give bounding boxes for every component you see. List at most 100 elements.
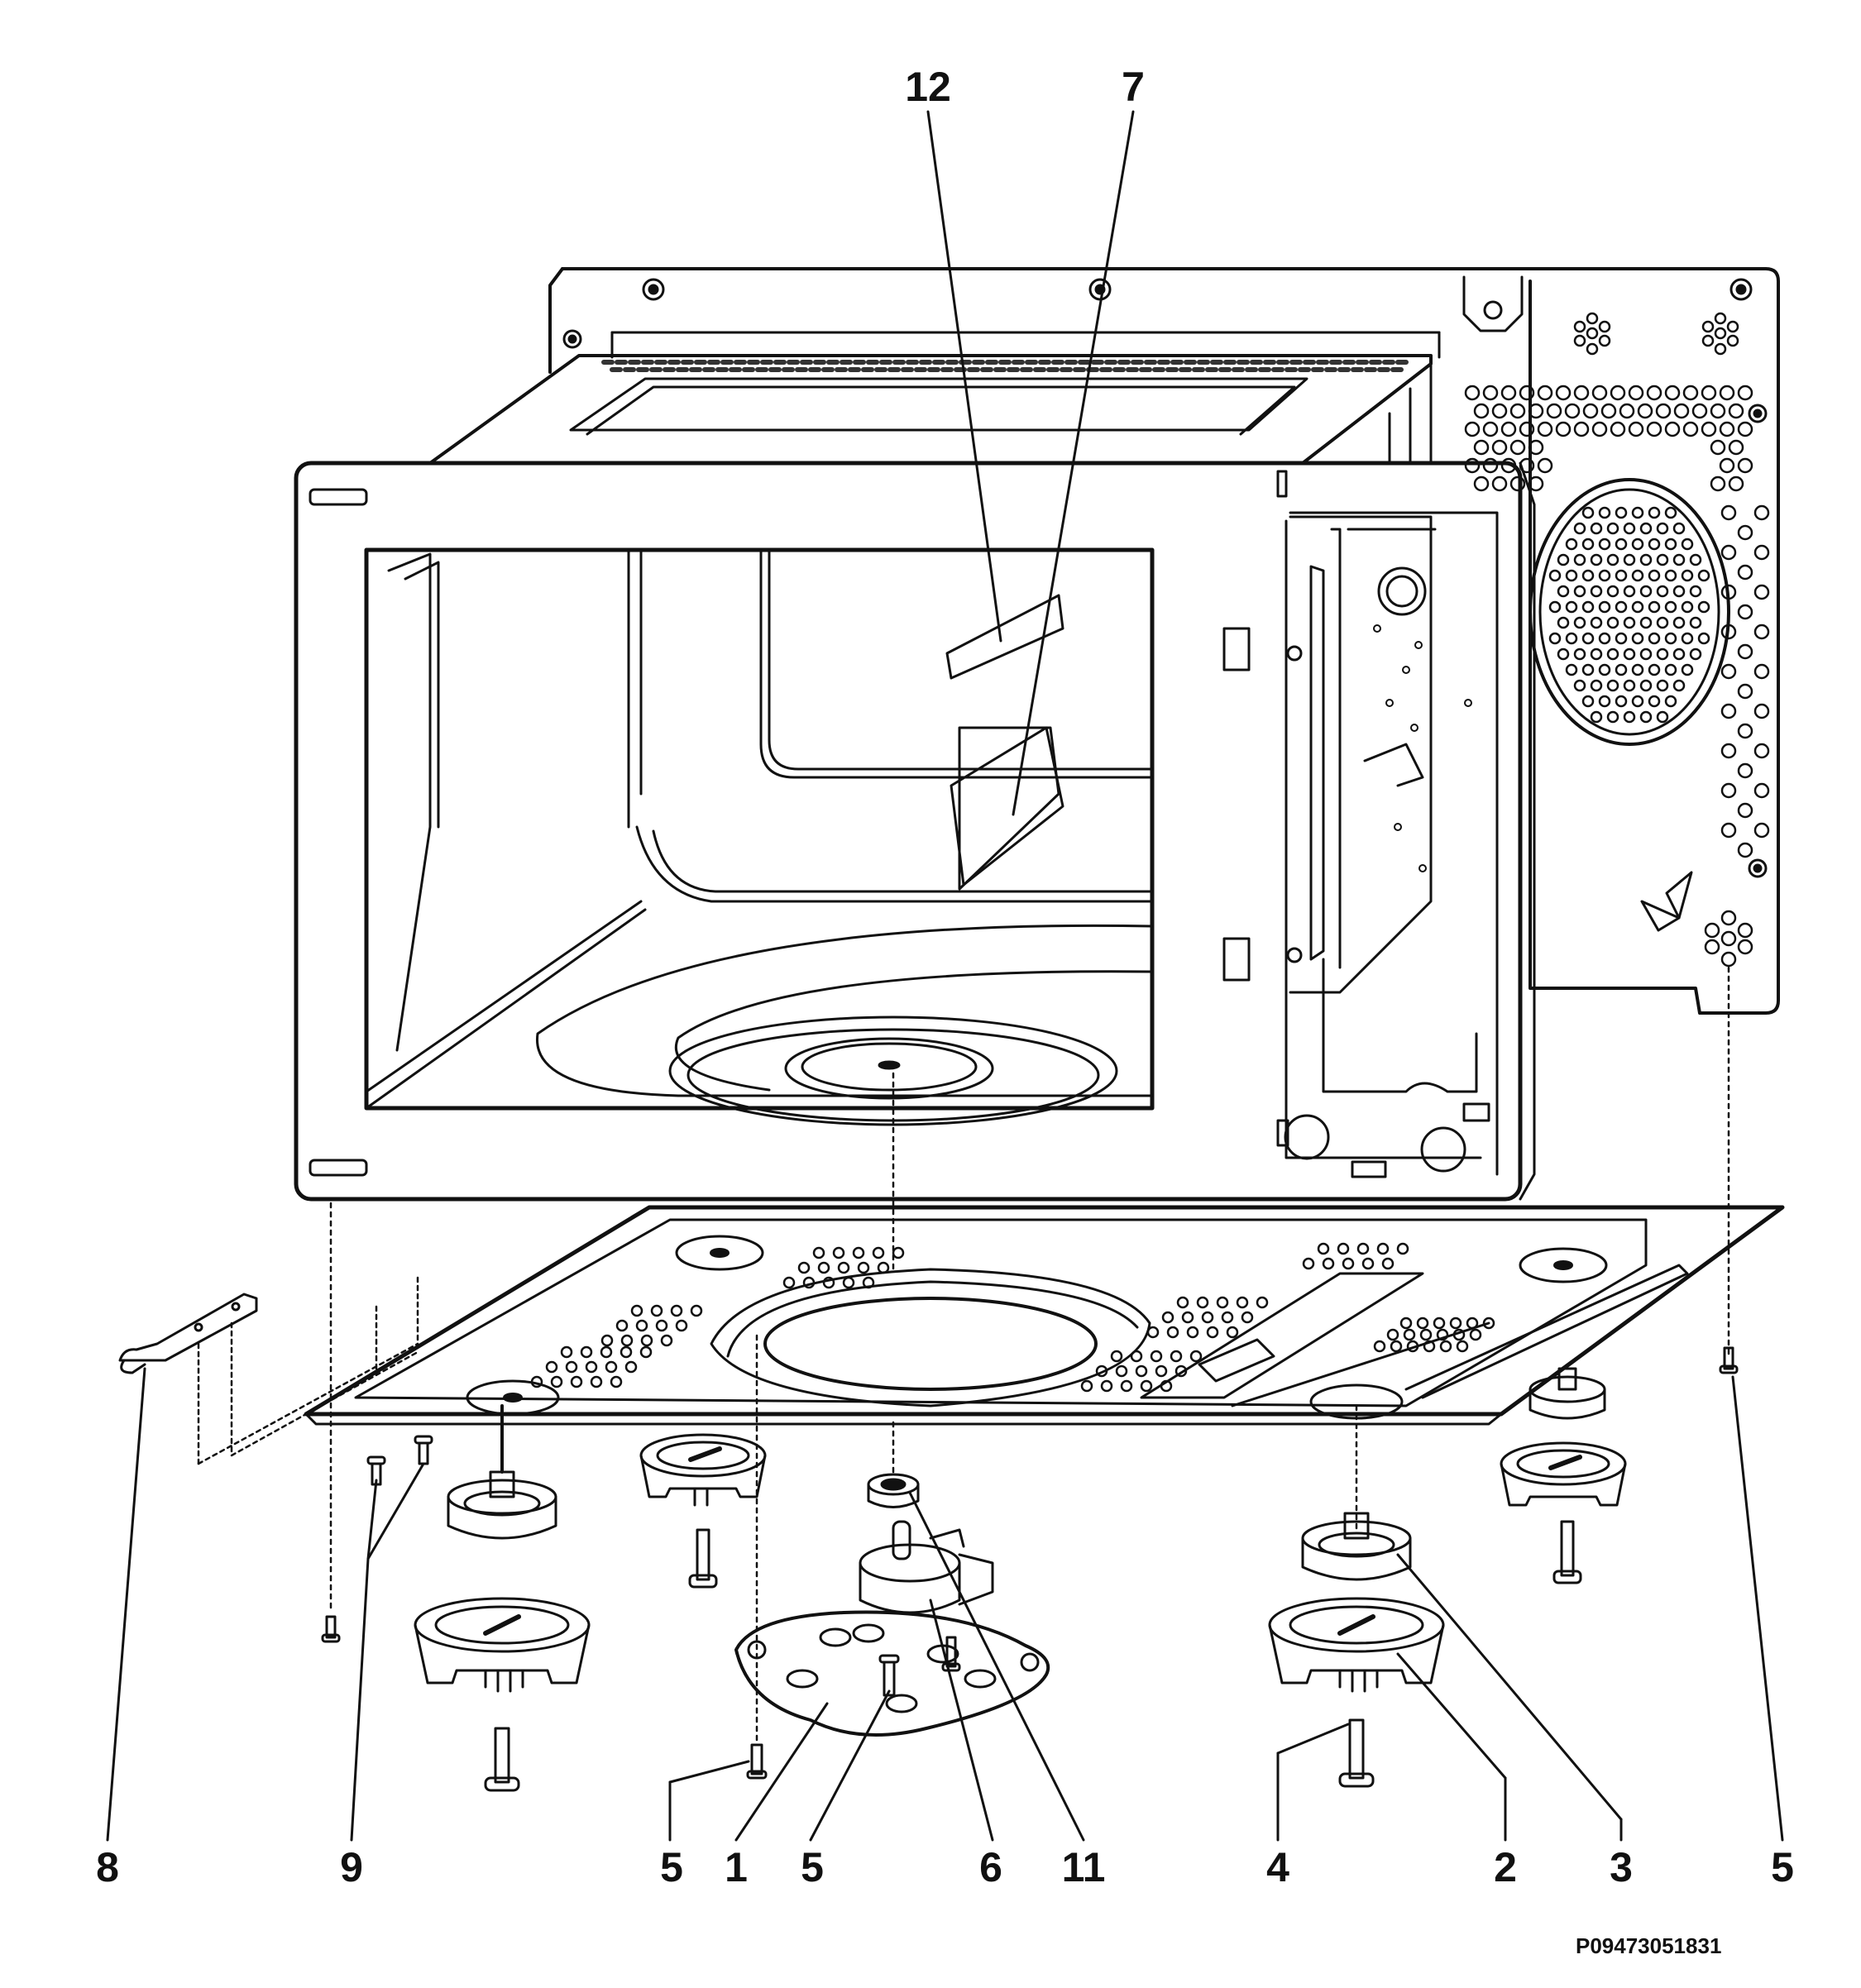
callout-8: 8: [96, 1844, 119, 1890]
vent-hole: [1697, 632, 1710, 645]
vent-hole: [1491, 475, 1508, 492]
vent-hole: [1631, 663, 1644, 676]
vent-hole: [1606, 648, 1619, 661]
vent-hole: [1423, 1340, 1436, 1353]
vent-hole: [1464, 421, 1481, 437]
vent-hole: [1557, 585, 1570, 598]
vent-hole: [1639, 679, 1653, 692]
vent-hole: [782, 1276, 796, 1289]
vent-hole: [1416, 1317, 1429, 1330]
cavity-top: [428, 354, 1433, 465]
vent-hole: [1150, 1350, 1163, 1363]
vent-hole: [1573, 616, 1586, 629]
vent-hole: [1581, 695, 1595, 708]
vent-hole: [675, 1319, 688, 1332]
vent-hole: [1737, 802, 1753, 819]
front-frame: [294, 461, 1536, 1202]
back-cabinet-panel: [548, 267, 1780, 1015]
vent-hole: [1648, 600, 1661, 614]
hinge-bracket: [118, 1276, 419, 1465]
vent-hole: [1664, 695, 1677, 708]
vent-hole: [1656, 679, 1669, 692]
vent-hole: [1403, 1328, 1416, 1341]
callout-5-left: 5: [660, 1844, 683, 1890]
vent-hole: [812, 1246, 825, 1259]
vent-hole: [1500, 385, 1517, 401]
vent-hole: [1639, 585, 1653, 598]
vent-hole: [610, 1375, 623, 1388]
vent-hole: [1186, 1326, 1199, 1339]
vent-hole: [1557, 616, 1570, 629]
vent-hole: [1464, 457, 1481, 474]
vent-hole: [1628, 421, 1644, 437]
vent-hole: [605, 1360, 618, 1374]
vent-hole: [1555, 385, 1572, 401]
vent-hole: [1656, 710, 1669, 724]
vent-hole: [1648, 695, 1661, 708]
vent-hole: [1322, 1257, 1335, 1270]
vent-hole: [1600, 403, 1617, 419]
vent-hole: [1648, 632, 1661, 645]
vent-hole: [1491, 439, 1508, 456]
vent-hole: [1537, 457, 1553, 474]
vent-hole: [1241, 1311, 1254, 1324]
vent-hole: [1573, 421, 1590, 437]
vent-hole: [1528, 403, 1544, 419]
vent-hole: [1581, 569, 1595, 582]
vent-hole: [1648, 538, 1661, 551]
vent-hole: [1664, 600, 1677, 614]
callout-2: 2: [1494, 1844, 1517, 1890]
vent-hole: [1719, 385, 1735, 401]
vent-hole: [1655, 403, 1672, 419]
vent-hole: [1753, 504, 1770, 521]
vent-hole: [1302, 1257, 1315, 1270]
vent-hole: [1737, 524, 1753, 541]
callout-7: 7: [1122, 64, 1145, 110]
vent-hole: [1615, 663, 1628, 676]
vent-hole: [1615, 569, 1628, 582]
vent-hole: [1555, 421, 1572, 437]
vent-hole: [1737, 683, 1753, 700]
vent-hole: [1737, 457, 1753, 474]
vent-hole: [1697, 600, 1710, 614]
vent-hole: [1557, 553, 1570, 566]
vent-hole: [1623, 585, 1636, 598]
callout-12: 12: [905, 64, 951, 110]
vent-hole: [1648, 506, 1661, 519]
vent-hole: [1491, 403, 1508, 419]
vent-hole: [1631, 506, 1644, 519]
vent-hole: [1473, 475, 1490, 492]
callout-6: 6: [979, 1844, 1002, 1890]
vent-hole: [817, 1261, 830, 1274]
vent-hole: [1664, 385, 1681, 401]
vent-hole: [1537, 385, 1553, 401]
vent-hole: [1689, 648, 1702, 661]
vent-hole: [1689, 616, 1702, 629]
screws: [321, 1346, 1739, 1780]
vent-hole: [1719, 457, 1735, 474]
vent-hole: [1573, 553, 1586, 566]
vent-hole: [872, 1246, 885, 1259]
vent-hole: [1221, 1311, 1234, 1324]
vent-hole: [1598, 600, 1611, 614]
vent-hole: [1664, 506, 1677, 519]
vent-hole: [1656, 553, 1669, 566]
vent-hole: [1598, 663, 1611, 676]
vent-hole: [1206, 1326, 1219, 1339]
vent-hole: [1631, 538, 1644, 551]
vent-hole: [1637, 403, 1653, 419]
vent-hole: [1606, 710, 1619, 724]
vent-hole: [1672, 522, 1686, 535]
vent-hole: [1623, 648, 1636, 661]
vent-hole: [1623, 679, 1636, 692]
mica-patches: [945, 594, 1064, 891]
vent-hole: [1161, 1311, 1174, 1324]
callout-9: 9: [340, 1844, 363, 1890]
callout-3: 3: [1610, 1844, 1633, 1890]
vent-hole: [1664, 632, 1677, 645]
vent-hole: [1155, 1364, 1168, 1378]
vent-hole: [1606, 522, 1619, 535]
vent-hole: [1672, 585, 1686, 598]
vent-hole: [1719, 421, 1735, 437]
vent-hole: [1753, 584, 1770, 600]
